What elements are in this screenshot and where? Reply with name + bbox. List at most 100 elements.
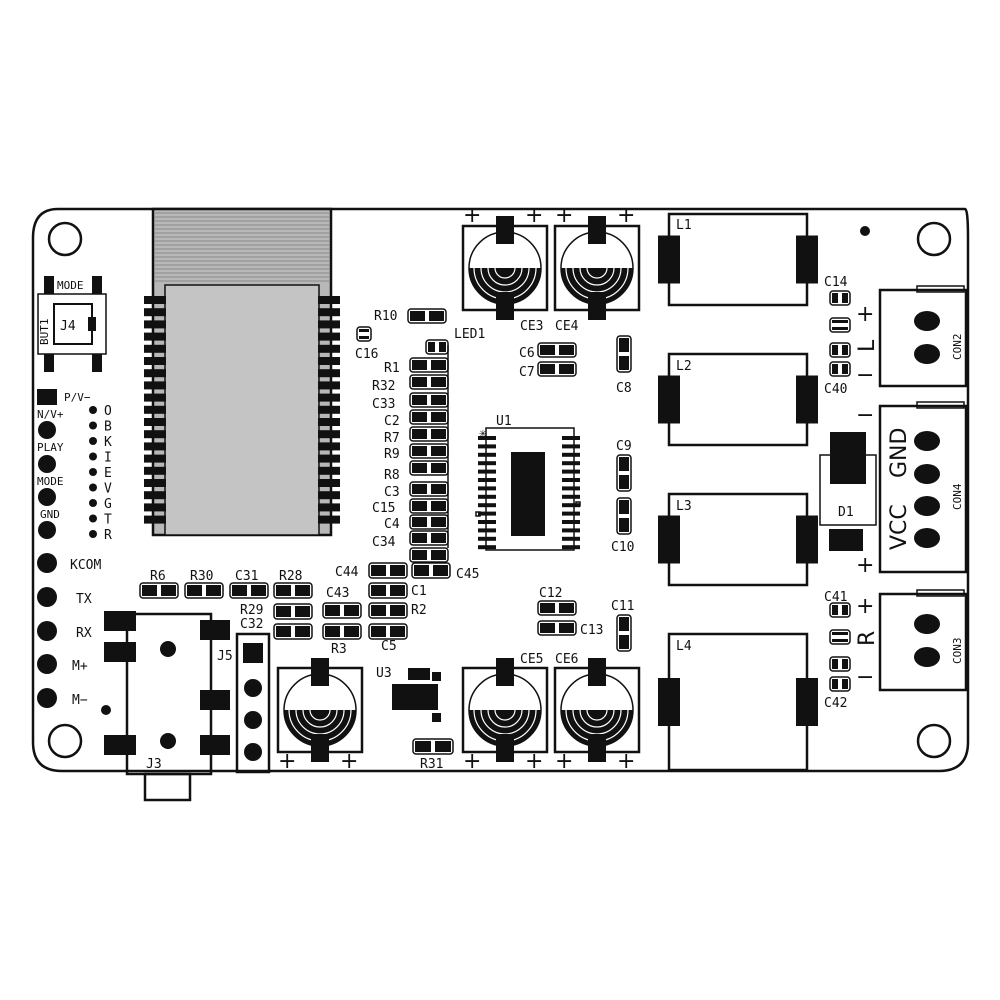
smd-outline — [829, 629, 851, 645]
u1-pin — [478, 545, 496, 550]
module-pad — [144, 320, 166, 329]
inductor-pad — [658, 375, 680, 424]
test-point-letter: K — [104, 435, 112, 450]
c4-label: C4 — [384, 517, 400, 532]
c12-label: C12 — [539, 586, 562, 601]
smd-pad — [842, 293, 848, 303]
smd-outline — [368, 582, 408, 599]
ecap-plus: + — [463, 203, 481, 228]
u1-pin — [562, 536, 580, 541]
smd-outline — [368, 562, 408, 579]
module-pad — [318, 479, 340, 487]
smd-pad — [832, 293, 838, 303]
module-pad — [144, 369, 166, 378]
l3-label: L3 — [676, 499, 692, 514]
ce7-capacitor: ++ — [276, 658, 364, 774]
ecap-plus: + — [278, 749, 296, 774]
mount-hole-br — [916, 723, 952, 759]
pv-label: P/V− — [64, 391, 91, 404]
mount-hole-bl — [47, 723, 83, 759]
test-point-letter: V — [104, 482, 112, 497]
ecap-ring — [302, 709, 338, 728]
smd-pad — [431, 463, 446, 473]
r2-label: R2 — [411, 603, 427, 618]
module-pad — [144, 479, 166, 487]
con4-minus: − — [856, 403, 874, 428]
smd-pad — [431, 446, 446, 456]
nv-label: N/V+ — [37, 408, 64, 421]
ecap-ring — [480, 267, 530, 293]
u1-pin — [562, 494, 580, 499]
u1-pin — [478, 436, 496, 440]
smd-pad — [540, 345, 555, 355]
smd-pad — [832, 364, 838, 374]
c44-label: C44 — [335, 565, 359, 580]
module-pad — [144, 393, 166, 402]
module-pad — [144, 454, 166, 463]
c40-label: C40 — [824, 382, 847, 397]
module-pad — [144, 515, 166, 524]
smd-pad — [559, 364, 574, 374]
smd-pad — [431, 429, 446, 439]
smd-pad — [832, 639, 848, 642]
con4-gnd: GND — [887, 428, 912, 478]
c32-label: C32 — [240, 617, 263, 632]
smd-outline — [537, 361, 577, 377]
smd-pad — [842, 659, 848, 669]
ecap-plus: + — [340, 749, 358, 774]
smd-pad — [410, 311, 425, 321]
c9-label: C9 — [616, 439, 632, 454]
module-pad — [318, 308, 340, 317]
con2-minus: − — [856, 363, 874, 388]
inductor-l2 — [658, 352, 818, 447]
test-point-dot — [89, 499, 97, 507]
smd-outline — [407, 308, 447, 324]
module-pad — [318, 491, 340, 500]
r7-label: R7 — [384, 431, 400, 446]
inductor-pad — [658, 235, 680, 284]
smd-outline — [322, 602, 362, 619]
test-point-dot — [89, 421, 97, 430]
ecap-ring — [295, 709, 345, 735]
smd-outline — [273, 623, 313, 640]
u1-pin — [562, 503, 580, 508]
smd-pad — [415, 741, 431, 752]
ecap-plus: + — [555, 203, 573, 228]
smd-pad — [412, 412, 427, 422]
module-pad — [144, 442, 166, 451]
c13-label: C13 — [580, 623, 603, 638]
j4-label: J4 — [60, 319, 76, 334]
module-pad — [318, 430, 340, 439]
smd-pad — [295, 585, 310, 596]
smd-pad — [412, 377, 427, 387]
module-pad — [144, 405, 166, 414]
smd-pad — [390, 585, 405, 596]
smd-pad — [344, 626, 359, 637]
smd-pad — [232, 585, 247, 596]
smd-pad — [842, 345, 848, 355]
r30-label: R30 — [190, 569, 213, 584]
smd-outline — [537, 620, 577, 636]
u1-label: U1 — [496, 414, 512, 429]
inductor-pad — [658, 678, 680, 726]
smd-outline — [829, 342, 851, 358]
smd-pad — [325, 605, 340, 616]
pad-play — [38, 455, 56, 473]
c7-label: C7 — [519, 365, 535, 380]
c3-label: C3 — [384, 485, 400, 500]
u1-pin — [478, 461, 496, 466]
ecap-ring — [579, 709, 615, 728]
ecap-plus: + — [525, 749, 543, 774]
u1-star: ✳ — [479, 426, 487, 441]
smd-pad — [540, 603, 555, 613]
smd-outline — [616, 454, 632, 492]
test-point-letter: T — [104, 513, 112, 528]
ce3-capacitor: ++ — [461, 203, 549, 320]
pad-kcom — [37, 553, 57, 573]
u3-regulator — [392, 668, 441, 722]
u1-pin — [562, 528, 580, 533]
smd-pad — [540, 364, 555, 374]
inductor-pad — [796, 235, 818, 284]
c31-label: C31 — [235, 569, 258, 584]
pad-tx — [37, 587, 57, 607]
